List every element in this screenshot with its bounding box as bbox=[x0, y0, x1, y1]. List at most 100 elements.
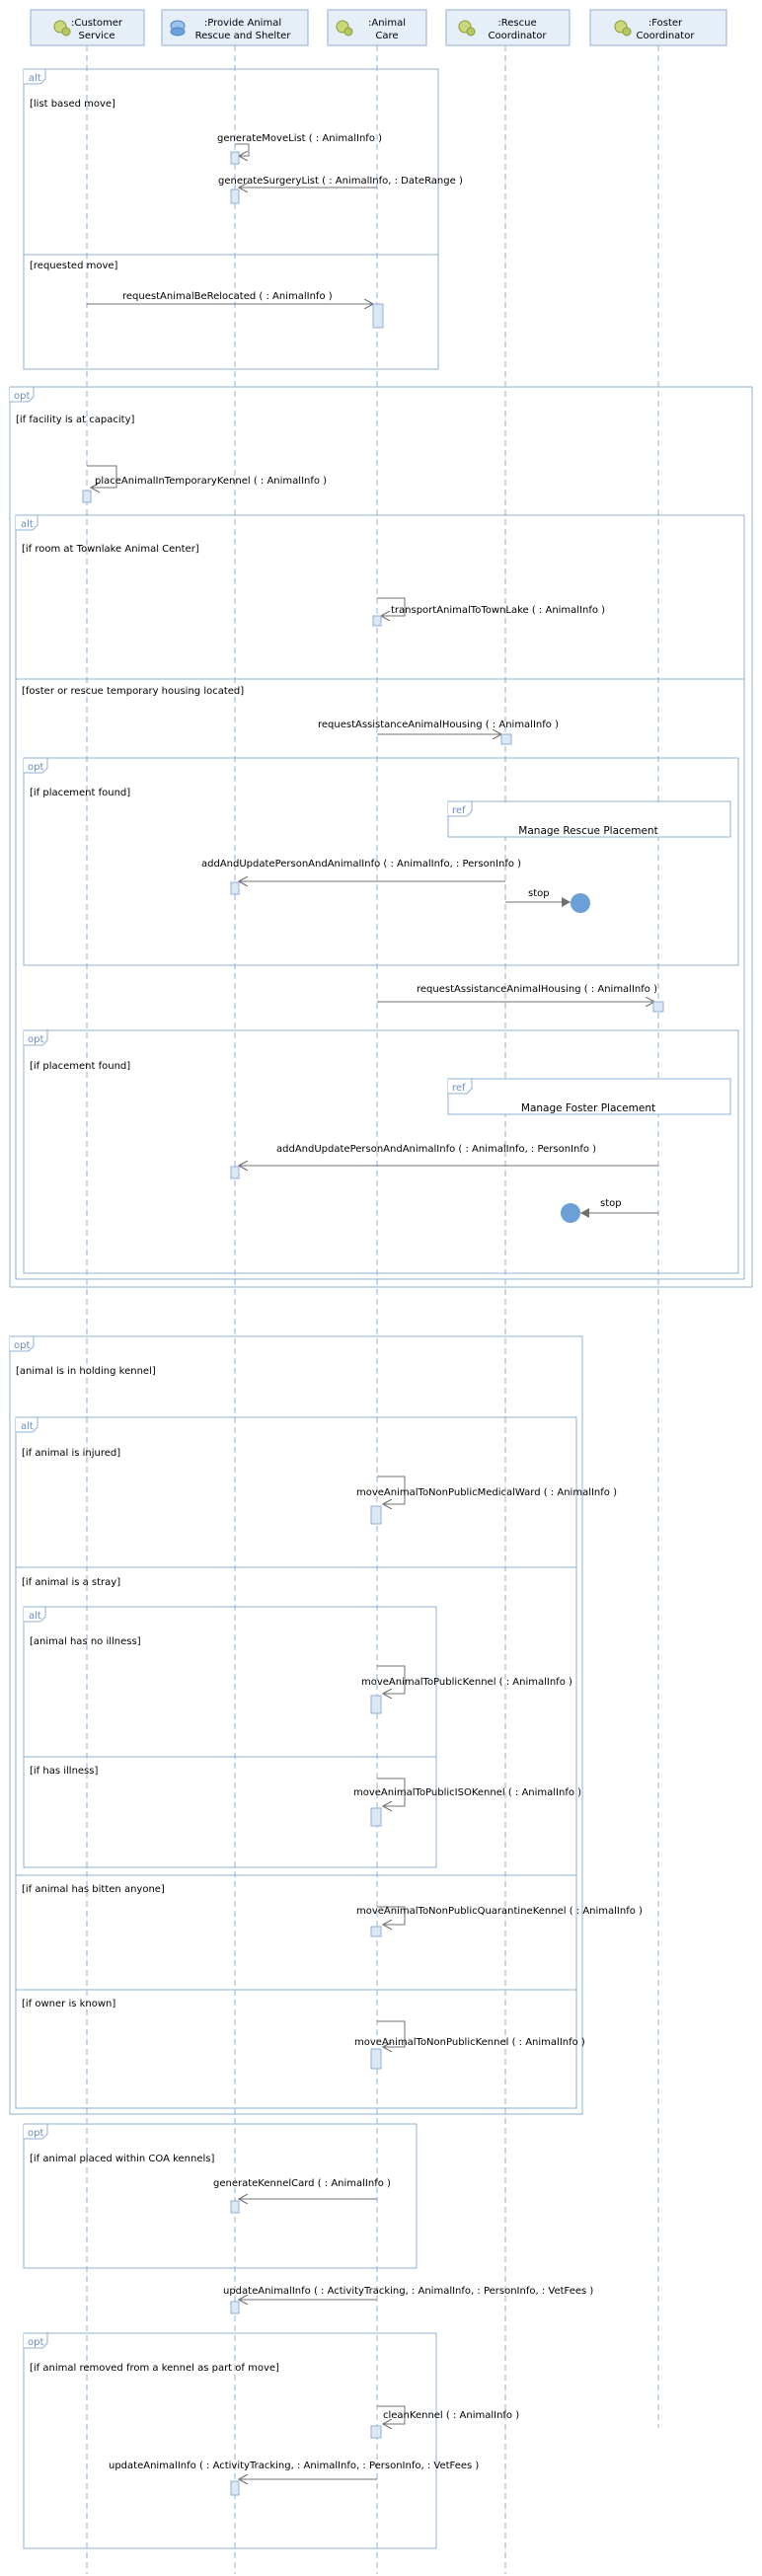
fragment-alt-animal-condition: alt [if animal is injured] [if animal is… bbox=[15, 1416, 577, 2109]
component-icon bbox=[458, 20, 476, 37]
lifeline-header[interactable] bbox=[30, 9, 145, 46]
ref-frame bbox=[447, 1078, 731, 1115]
activation-bar bbox=[230, 189, 240, 204]
guard-condition: [if animal is a stray] bbox=[22, 1577, 120, 1588]
self-message-arrow bbox=[377, 1778, 406, 1806]
message-request-assistance-foster[interactable]: requestAssistanceAnimalHousing ( : Anima… bbox=[377, 984, 664, 1013]
lifeline-subtitle: Coordinator bbox=[489, 31, 548, 41]
lifeline-header[interactable] bbox=[161, 9, 309, 46]
guard-condition: [if owner is known] bbox=[22, 1999, 115, 2009]
fragment-frame[interactable] bbox=[9, 386, 753, 1288]
fragment-opt-foster-placement: opt [if placement found] bbox=[23, 1029, 739, 1274]
activation-bar bbox=[370, 2425, 382, 2439]
message-label: moveAnimalToNonPublicQuarantineKennel ( … bbox=[356, 1906, 643, 1917]
guard-condition: [if animal is injured] bbox=[22, 1448, 120, 1459]
activation-bar bbox=[230, 2301, 240, 2314]
component-icon bbox=[53, 20, 71, 37]
message-place-animal-temp-kennel[interactable]: placeAnimalInTemporaryKennel ( : AnimalI… bbox=[82, 465, 327, 503]
fragment-operator: opt bbox=[28, 1034, 43, 1045]
fragment-frame[interactable] bbox=[15, 514, 745, 1280]
message-transport-to-townlake[interactable]: transportAnimalToTownLake ( : AnimalInfo… bbox=[372, 597, 605, 627]
message-label: stop bbox=[528, 888, 550, 899]
message-add-update-person-animal-2[interactable]: addAndUpdatePersonAndAnimalInfo ( : Anim… bbox=[230, 1144, 658, 1179]
message-move-to-medical-ward[interactable]: moveAnimalToNonPublicMedicalWard ( : Ani… bbox=[356, 1476, 617, 1525]
fragment-operator-tab bbox=[24, 2332, 48, 2349]
message-generate-move-list[interactable]: generateMoveList ( : AnimalInfo ) bbox=[217, 133, 382, 165]
fragment-operator-tab bbox=[24, 68, 46, 85]
fragment-operator: alt bbox=[21, 519, 34, 530]
fragment-frame[interactable] bbox=[23, 1606, 437, 1868]
fragment-frame[interactable] bbox=[9, 1335, 583, 2115]
message-generate-kennel-card[interactable]: generateKennelCard ( : AnimalInfo ) bbox=[213, 2178, 391, 2214]
activation-bar bbox=[370, 1926, 382, 1937]
guard-condition: [animal has no illness] bbox=[30, 1636, 141, 1647]
lifeline-animal-care: :Animal Care bbox=[327, 9, 427, 2574]
lifeline-subtitle: Care bbox=[375, 31, 398, 41]
message-clean-kennel[interactable]: cleanKennel ( : AnimalInfo ) bbox=[370, 2405, 519, 2439]
fragment-alt-illness: alt [animal has no illness] [if has illn… bbox=[23, 1606, 437, 1868]
self-message-arrow bbox=[377, 1906, 406, 1925]
message-move-to-public-kennel[interactable]: moveAnimalToPublicKennel ( : AnimalInfo … bbox=[361, 1665, 572, 1714]
fragment-frame[interactable] bbox=[23, 2332, 437, 2549]
self-message-arrow bbox=[377, 597, 406, 616]
activation-bar bbox=[370, 1807, 382, 1827]
message-label: requestAssistanceAnimalHousing ( : Anima… bbox=[318, 720, 559, 730]
self-message-arrow bbox=[377, 2405, 406, 2424]
message-add-update-person-animal-1[interactable]: addAndUpdatePersonAndAnimalInfo ( : Anim… bbox=[201, 859, 521, 895]
ref-frame bbox=[447, 800, 731, 838]
message-request-assistance-rescue[interactable]: requestAssistanceAnimalHousing ( : Anima… bbox=[318, 720, 559, 745]
fragment-operator: alt bbox=[29, 1611, 41, 1622]
lifeline-provide-animal-rescue: :Provide Animal Rescue and Shelter bbox=[161, 9, 309, 2574]
message-generate-surgery-list[interactable]: generateSurgeryList ( : AnimalInfo, : Da… bbox=[218, 176, 463, 204]
guard-condition: [if placement found] bbox=[30, 1061, 130, 1072]
fragment-frame[interactable] bbox=[23, 757, 739, 966]
message-update-animal-info-1[interactable]: updateAnimalInfo ( : ActivityTracking, :… bbox=[223, 2286, 593, 2314]
lifeline-foster-coordinator: :Foster Coordinator bbox=[589, 9, 727, 2428]
guard-condition: [requested move] bbox=[30, 261, 118, 271]
fragment-frame[interactable] bbox=[23, 68, 439, 370]
fragment-operator-tab bbox=[24, 1029, 48, 1046]
message-update-animal-info-2[interactable]: updateAnimalInfo ( : ActivityTracking, :… bbox=[109, 2461, 479, 2496]
guard-condition: [animal is in holding kennel] bbox=[16, 1366, 156, 1377]
message-move-to-non-public-kennel[interactable]: moveAnimalToNonPublicKennel ( : AnimalIn… bbox=[354, 2020, 585, 2070]
guard-condition: [foster or rescue temporary housing loca… bbox=[22, 686, 244, 697]
message-label: cleanKennel ( : AnimalInfo ) bbox=[383, 2410, 519, 2421]
guard-condition: [if animal placed within COA kennels] bbox=[30, 2154, 214, 2164]
activation-bar bbox=[82, 490, 92, 503]
ref-manage-foster-placement[interactable]: ref Manage Foster Placement bbox=[447, 1078, 731, 1115]
guard-condition: [if placement found] bbox=[30, 788, 130, 798]
ref-title: Manage Foster Placement bbox=[521, 1102, 655, 1114]
ref-operator: ref bbox=[452, 805, 466, 816]
fragment-alt-move: alt [list based move] [requested move] bbox=[23, 68, 439, 370]
fragment-frame[interactable] bbox=[23, 1029, 739, 1274]
lifeline-rescue-coordinator: :Rescue Coordinator bbox=[445, 9, 571, 2574]
activation-bar bbox=[372, 303, 384, 329]
message-stop-foster[interactable]: stop bbox=[561, 1198, 658, 1223]
collaboration-icon bbox=[170, 20, 186, 37]
message-move-to-public-iso-kennel[interactable]: moveAnimalToPublicISOKennel ( : AnimalIn… bbox=[353, 1778, 581, 1827]
message-move-to-quarantine-kennel[interactable]: moveAnimalToNonPublicQuarantineKennel ( … bbox=[356, 1906, 643, 1937]
message-label: generateKennelCard ( : AnimalInfo ) bbox=[213, 2178, 391, 2189]
component-icon bbox=[614, 20, 632, 37]
message-stop-rescue[interactable]: stop bbox=[505, 888, 590, 913]
message-request-animal-be-relocated[interactable]: requestAnimalBeRelocated ( : AnimalInfo … bbox=[87, 291, 384, 329]
message-label: generateMoveList ( : AnimalInfo ) bbox=[217, 133, 382, 144]
activation-bar bbox=[652, 1001, 664, 1013]
message-label: moveAnimalToPublicISOKennel ( : AnimalIn… bbox=[353, 1787, 581, 1798]
lifeline-header[interactable] bbox=[589, 9, 727, 46]
message-label: updateAnimalInfo ( : ActivityTracking, :… bbox=[109, 2461, 479, 2471]
fragment-frame[interactable] bbox=[15, 1416, 577, 2109]
message-label: generateSurgeryList ( : AnimalInfo, : Da… bbox=[218, 176, 463, 187]
fragment-opt-holding-kennel: opt [animal is in holding kennel] bbox=[9, 1335, 583, 2115]
guard-condition: [if room at Townlake Animal Center] bbox=[22, 544, 199, 555]
activation-bar bbox=[230, 2480, 240, 2496]
message-label: moveAnimalToNonPublicKennel ( : AnimalIn… bbox=[354, 2037, 585, 2048]
guard-condition: [list based move] bbox=[30, 99, 115, 110]
activation-bar bbox=[500, 733, 512, 745]
lifeline-title: :Customer bbox=[71, 18, 123, 29]
ref-manage-rescue-placement[interactable]: ref Manage Rescue Placement bbox=[447, 800, 731, 838]
message-label: addAndUpdatePersonAndAnimalInfo ( : Anim… bbox=[276, 1144, 596, 1155]
fragment-frame[interactable] bbox=[23, 2123, 418, 2269]
message-label: stop bbox=[600, 1198, 622, 1209]
